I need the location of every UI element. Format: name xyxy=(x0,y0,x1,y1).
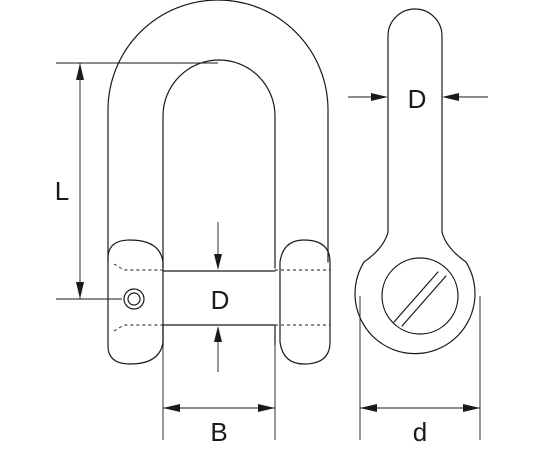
shackle-bow-inner xyxy=(162,59,276,269)
dimension-L: L xyxy=(55,62,218,300)
arrow-B-right xyxy=(258,404,275,412)
pin-slot-line-1 xyxy=(393,271,439,323)
side-body-outline xyxy=(354,8,476,355)
dimension-B: B xyxy=(162,345,276,447)
arrow-B-left xyxy=(163,404,180,412)
arrow-D-front-top xyxy=(214,254,222,270)
pin-head-outer xyxy=(123,288,145,310)
pin-head-inner xyxy=(127,292,141,306)
label-D-side: D xyxy=(408,84,427,114)
arrow-L-top xyxy=(76,63,84,80)
pin-slot-line-2 xyxy=(401,275,447,327)
dimension-D-side: D xyxy=(348,84,488,114)
arrow-d-left xyxy=(360,404,377,412)
shackle-bow-outer xyxy=(107,0,329,263)
label-D-front: D xyxy=(211,285,230,315)
shackle-lug-right xyxy=(279,239,331,365)
label-L: L xyxy=(55,176,69,206)
arrow-D-front-bottom xyxy=(214,326,222,342)
arrow-d-right xyxy=(463,404,480,412)
shackle-side-view xyxy=(354,8,476,355)
label-B: B xyxy=(210,417,227,447)
arrow-D-side-left xyxy=(371,93,388,101)
shackle-front-view xyxy=(107,0,331,365)
arrow-L-bottom xyxy=(76,282,84,299)
pin-hidden-edge-left-bottom xyxy=(113,324,163,332)
dimension-D-front: D xyxy=(211,222,230,372)
pin-hidden-edge-left-top xyxy=(113,263,163,271)
dimension-d: d xyxy=(359,296,481,447)
arrow-D-side-right xyxy=(442,93,459,101)
shackle-lug-left xyxy=(107,239,164,365)
side-pin-head xyxy=(381,257,459,335)
label-d: d xyxy=(413,417,427,447)
